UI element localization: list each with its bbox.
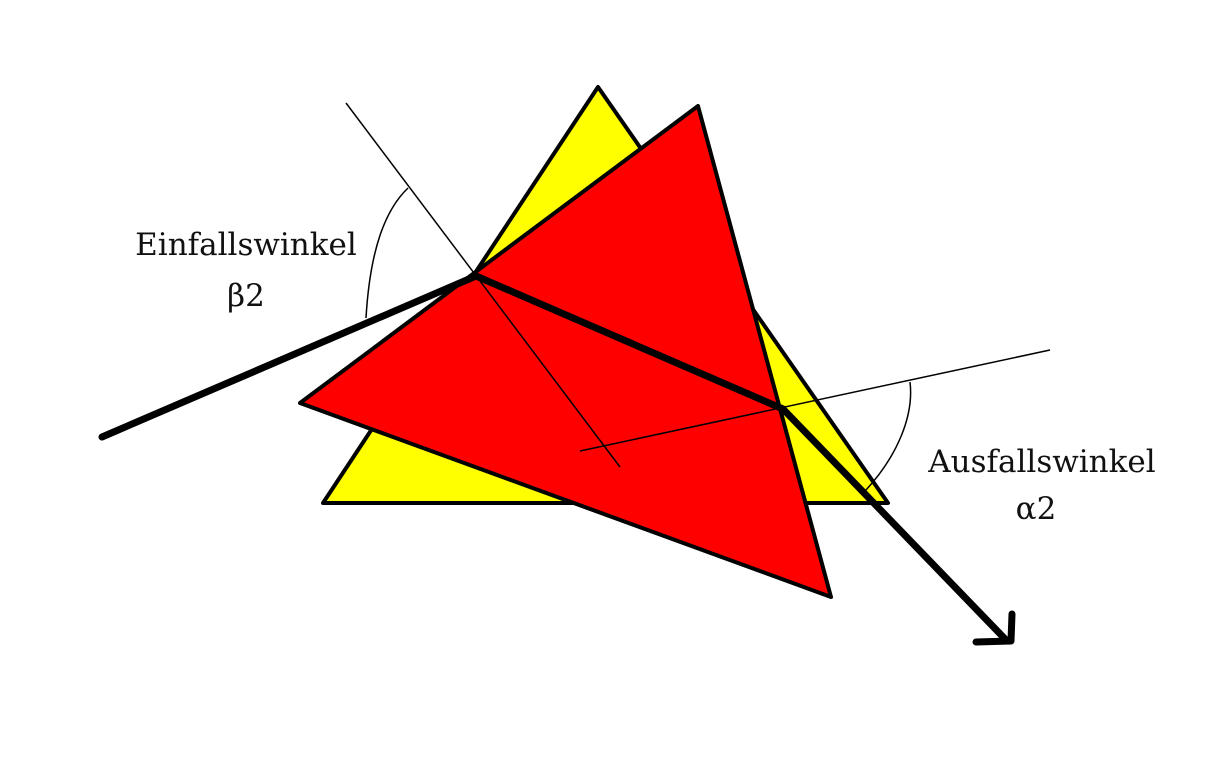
exit-angle-symbol: α2 xyxy=(1016,491,1057,527)
incidence-angle-title: Einfallswinkel xyxy=(135,227,357,263)
exit-normal-line xyxy=(579,349,1051,452)
exit-angle-title: Ausfallswinkel xyxy=(927,444,1155,480)
entry-normal-line xyxy=(345,102,621,468)
red-prism xyxy=(298,104,833,599)
incident-ray xyxy=(98,272,480,441)
refracted-ray xyxy=(472,272,787,413)
exit-angle-arc xyxy=(865,381,912,491)
incidence-angle-arc xyxy=(365,187,409,319)
incidence-angle-symbol: β2 xyxy=(227,278,265,314)
exit-ray-arrowhead xyxy=(972,610,1016,646)
exit-ray xyxy=(779,405,1011,645)
